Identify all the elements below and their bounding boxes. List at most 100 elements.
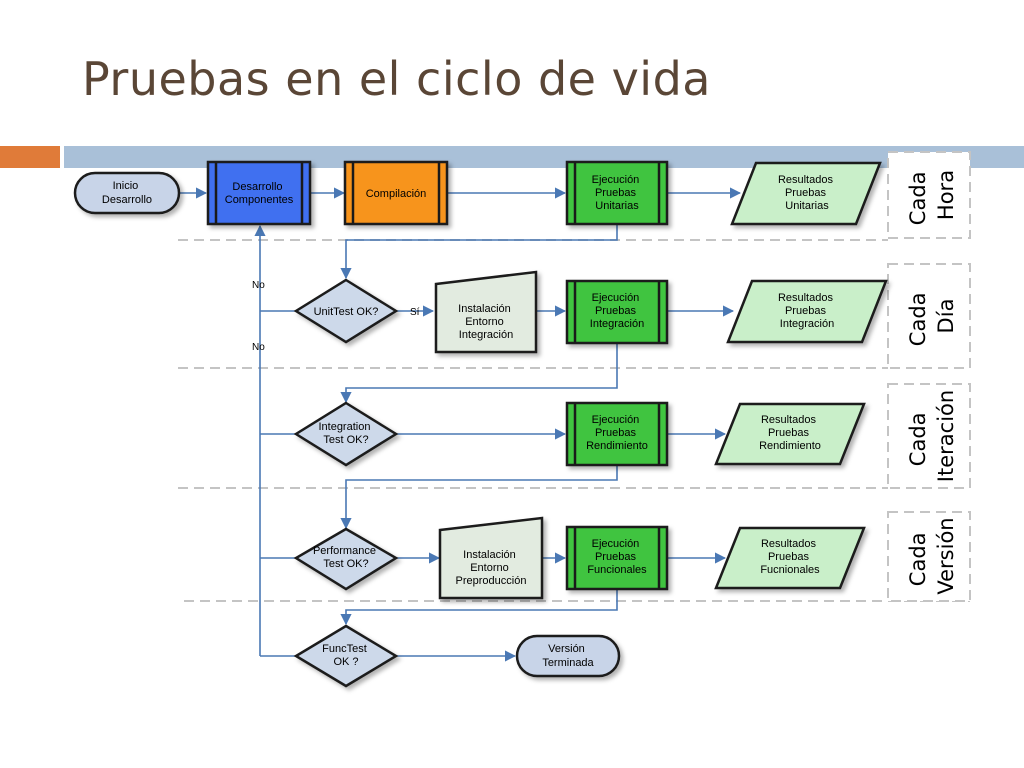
node-ejecucion-pruebas-unitarias[interactable]: Ejecución Pruebas Unitarias [565,160,669,226]
node-label: Rendimiento [759,440,821,452]
lane-box-hora [887,151,971,239]
node-ejecucion-pruebas-rendimiento[interactable]: Ejecución Pruebas Rendimiento [565,401,669,467]
node-resultados-pruebas-unitarias: Resultados Pruebas Unitarias [730,161,882,226]
node-label: Pruebas [768,427,809,439]
node-label: Test OK? [323,434,368,446]
node-label: Test OK? [323,558,368,570]
node-label: Inicio [113,180,139,192]
svg-text:Performance Test OK?: Performance Test OK? [313,545,379,570]
lane-label-line: Iteración [934,390,958,482]
decision-functest-ok[interactable]: FuncTest OK ? [293,624,399,688]
lane-label-line: Hora [934,170,958,220]
lane-label-line: Cada [906,171,930,225]
svg-text:Resultados Pruebas: Resultados Pruebas Integración [778,292,836,330]
lane-label-iteracion: Cada Iteración [906,390,958,482]
lane-label-dia: Cada Día [906,286,958,346]
svg-text:Instalación Entorno: Instalación Entorno Preproducción [456,549,527,587]
lane-box-dia [887,263,971,369]
svg-text:Compilación: Compilación [366,188,427,200]
svg-text:Versión Terminada: Versión Terminada [542,643,594,669]
node-label: Componentes [225,194,294,206]
svg-text:Cada Día: Cada Día [906,286,958,346]
node-label: Desarrollo [232,181,282,193]
node-label: Ejecución [592,414,640,426]
svg-text:Instalación Entorno: Instalación Entorno Integración [458,303,514,341]
node-label: Rendimiento [586,440,648,452]
node-label: Pruebas [595,187,636,199]
node-ejecucion-pruebas-integracion[interactable]: Ejecución Pruebas Integración [565,279,669,345]
page-title: Pruebas en el ciclo de vida [82,52,711,106]
node-compilacion[interactable]: Compilación [343,160,449,226]
node-label: Entorno [465,316,504,328]
lane-label-line: Cada [906,412,930,466]
node-label: Performance [313,545,376,557]
node-instalacion-entorno-preproduccion[interactable]: Instalación Entorno Preproducción [438,516,544,600]
node-label: Resultados [778,174,834,186]
node-label: Instalación [463,549,516,561]
node-label: Pruebas [785,187,826,199]
svg-text:Ejecución Pruebas: Ejecución Pruebas Unitarias [592,174,643,212]
node-label: Pruebas [595,427,636,439]
lane-label-hora: Cada Hora [906,165,958,225]
node-label: Compilación [366,188,427,200]
lane-box-iteracion [887,383,971,489]
svg-text:Ejecución Pruebas: Ejecución Pruebas Integración [590,292,644,330]
lane-label-line: Cada [906,292,930,346]
node-label: Ejecución [592,538,640,550]
svg-text:Ejecución Pruebas: Ejecución Pruebas Rendimiento [586,414,648,452]
node-label: Integración [590,318,644,330]
node-label: Instalación [458,303,511,315]
lane-label-line: Cada [906,532,930,586]
node-label: Desarrollo [102,194,152,206]
node-label: Funcionales [587,564,647,576]
svg-text:Desarrollo Componentes: Desarrollo Componentes [225,181,294,206]
node-label: Pruebas [595,551,636,563]
node-resultados-pruebas-funcionales: Resultados Pruebas Fucnionales [714,526,866,590]
svg-text:Resultados Pruebas: Resultados Pruebas Unitarias [778,174,836,212]
svg-text:Cada Iteración: Cada Iteración [906,390,958,482]
node-resultados-pruebas-rendimiento: Resultados Pruebas Rendimiento [714,402,866,466]
svg-text:Inicio Desarrollo: Inicio Desarrollo [102,180,152,206]
decision-integration-test-ok[interactable]: Integration Test OK? [293,401,399,467]
decision-unittest-ok[interactable]: UnitTest OK? [293,278,399,344]
node-label: Resultados [761,538,817,550]
node-version-terminada[interactable]: Versión Terminada [515,634,621,678]
lane-label-boxes [887,151,971,602]
node-label: Unitarias [785,200,829,212]
node-label: FuncTest [322,643,367,655]
node-label: Preproducción [456,575,527,587]
node-label: Terminada [542,657,594,669]
accent-bar-orange [0,146,60,168]
node-label: Integración [780,318,834,330]
node-label: Pruebas [785,305,826,317]
node-resultados-pruebas-integracion: Resultados Pruebas Integración [726,279,888,344]
node-desarrollo-componentes[interactable]: Desarrollo Componentes [206,160,312,226]
node-label: Versión [548,643,585,655]
svg-text:Integration Test OK?: Integration Test OK? [318,421,373,446]
svg-text:Cada Hora: Cada Hora [906,165,958,225]
edge-label-no-1: No [252,280,265,291]
decision-performance-test-ok[interactable]: Performance Test OK? [293,527,399,591]
edge-label-si: Sí [410,307,420,318]
node-label: Pruebas [768,551,809,563]
node-label: Unitarias [595,200,639,212]
node-label: Fucnionales [760,564,820,576]
node-instalacion-entorno-integracion[interactable]: Instalación Entorno Integración [434,270,538,354]
node-label: Ejecución [592,292,640,304]
svg-text:Resultados Pruebas: Resultados Pruebas Rendimiento [759,414,821,452]
lane-label-line: Versión [934,517,958,594]
node-label: Pruebas [595,305,636,317]
svg-text:Resultados Pruebas: Resultados Pruebas Fucnionales [760,538,820,576]
node-label: OK ? [333,656,358,668]
node-label: Resultados [778,292,834,304]
node-label: Integración [459,329,513,341]
node-label: Integration [318,421,370,433]
lane-label-line: Día [934,299,958,334]
edge-label-no-2: No [252,342,265,353]
node-ejecucion-pruebas-funcionales[interactable]: Ejecución Pruebas Funcionales [565,525,669,591]
node-inicio-desarrollo[interactable]: Inicio Desarrollo [73,171,181,215]
node-label: Resultados [761,414,817,426]
svg-text:Ejecución Pruebas: Ejecución Pruebas Funcionales [587,538,647,576]
lane-box-version [887,511,971,602]
